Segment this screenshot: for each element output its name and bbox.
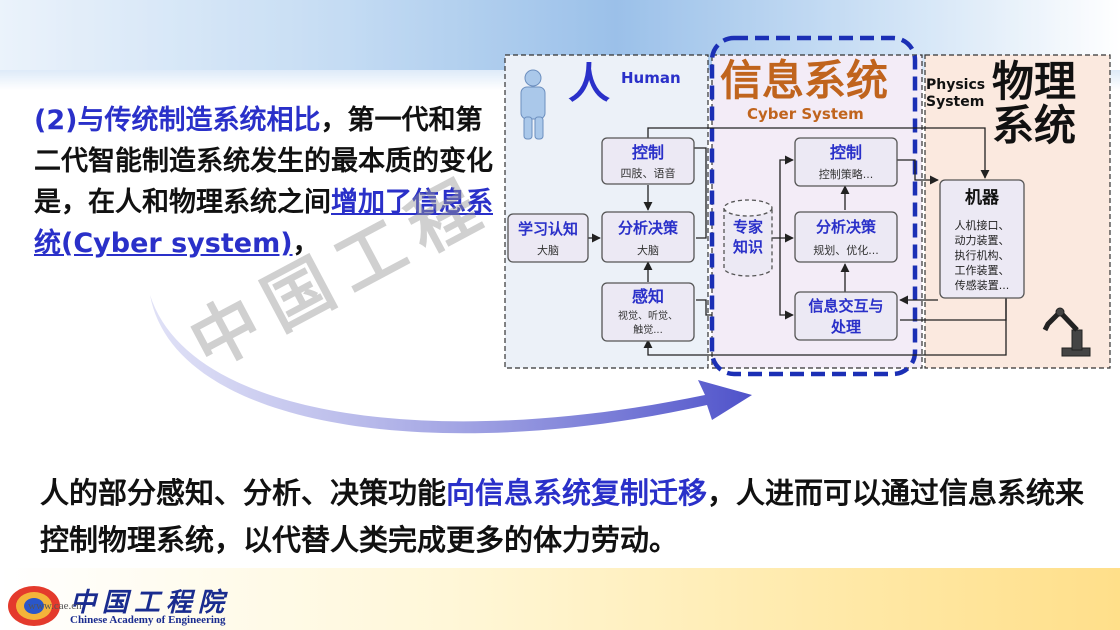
human-analyze-sub: 大脑 — [637, 243, 659, 257]
logo-cn-text: 中国工程院 — [70, 588, 231, 618]
logo-en-text: Chinese Academy of Engineering — [70, 614, 226, 626]
cyber-info-line1: 信息交互与 — [808, 297, 883, 315]
machine-item-0: 人机接口、 — [955, 218, 1010, 232]
cyber-title-en: Cyber System — [747, 105, 864, 123]
bottom-part1: 人的部分感知、分析、决策功能 — [40, 476, 447, 510]
para-tail: ， — [292, 228, 320, 259]
physics-title-cn-2: 系统 — [992, 101, 1076, 150]
expert-knowledge-cylinder: 专家 知识 — [723, 199, 773, 277]
bottom-part3: ，人进而可以通过信息系统来控制物理系统，以代替人类完成更多的体力劳动。 — [40, 476, 1085, 557]
physics-title-en-1: Physics — [926, 77, 985, 93]
human-control-title: 控制 — [632, 143, 664, 162]
cae-emblem-icon — [8, 586, 60, 626]
human-sense-sub2: 触觉... — [633, 323, 663, 336]
intro-paragraph: (2)与传统制造系统相比，第一代和第二代智能制造系统发生的最本质的变化是，在人和… — [34, 100, 494, 264]
human-analyze-box: 分析决策 大脑 — [601, 211, 695, 263]
para-body: ，第一代和第二代智能制造系统发生的最本质的变化是，在人和物理系统之间 — [34, 105, 493, 218]
cae-logo: 中国工程院 www.cae.cn Chinese Academy of Engi… — [6, 580, 246, 628]
human-title-en: Human — [621, 69, 681, 87]
cyber-control-title: 控制 — [830, 143, 862, 162]
bottom-gradient-band — [0, 568, 1120, 630]
machine-item-1: 动力装置、 — [955, 234, 1010, 247]
bottom-paragraph: 人的部分感知、分析、决策功能向信息系统复制迁移，人进而可以通过信息系统来控制物理… — [40, 470, 1100, 564]
expert-line1: 专家 — [733, 218, 763, 236]
cyber-title-cn: 信息系统 — [720, 56, 888, 105]
para-heading: (2)与传统制造系统相比 — [34, 105, 321, 136]
human-sense-box: 感知 视觉、听觉、 触觉... — [601, 282, 695, 342]
machine-item-4: 传感装置... — [955, 279, 1010, 292]
machine-box: 机器 人机接口、 动力装置、 执行机构、 工作装置、 传感装置... — [939, 179, 1025, 299]
human-control-box: 控制 四肢、语音 — [601, 137, 695, 185]
human-sense-sub1: 视觉、听觉、 — [618, 309, 678, 322]
human-sense-title: 感知 — [632, 287, 664, 306]
cyber-control-sub: 控制策略... — [819, 167, 874, 181]
cyber-control-box: 控制 控制策略... — [794, 137, 898, 187]
human-control-sub: 四肢、语音 — [621, 166, 676, 180]
bottom-highlight: 向信息系统复制迁移 — [446, 476, 708, 510]
cyber-analyze-sub: 规划、优化... — [813, 243, 879, 257]
cyber-system-link[interactable]: 增加了信息系统(Cyber system) — [34, 187, 493, 259]
expert-line2: 知识 — [733, 238, 763, 256]
cyber-highlight-border — [709, 35, 918, 377]
physics-title-en-2: System — [926, 94, 984, 110]
human-title-cn: 人 — [568, 59, 610, 108]
robot-arm-icon — [1042, 307, 1091, 357]
cyber-info-line2: 处理 — [830, 318, 861, 336]
cyber-info-box: 信息交互与 处理 — [794, 291, 898, 341]
human-learn-title: 学习认知 — [518, 220, 578, 238]
human-learn-sub: 大脑 — [537, 243, 559, 257]
human-learn-box: 学习认知 大脑 — [507, 213, 589, 263]
machine-item-2: 执行机构、 — [955, 248, 1010, 262]
human-analyze-title: 分析决策 — [618, 219, 679, 237]
physics-title-cn-1: 物理 — [992, 57, 1076, 106]
logo-url-text: www.cae.cn — [28, 600, 82, 612]
machine-title: 机器 — [965, 187, 1000, 208]
cyber-analyze-title: 分析决策 — [816, 218, 877, 236]
cyber-analyze-box: 分析决策 规划、优化... — [794, 211, 898, 263]
human-figure-icon — [520, 69, 546, 140]
machine-item-3: 工作装置、 — [955, 264, 1010, 277]
